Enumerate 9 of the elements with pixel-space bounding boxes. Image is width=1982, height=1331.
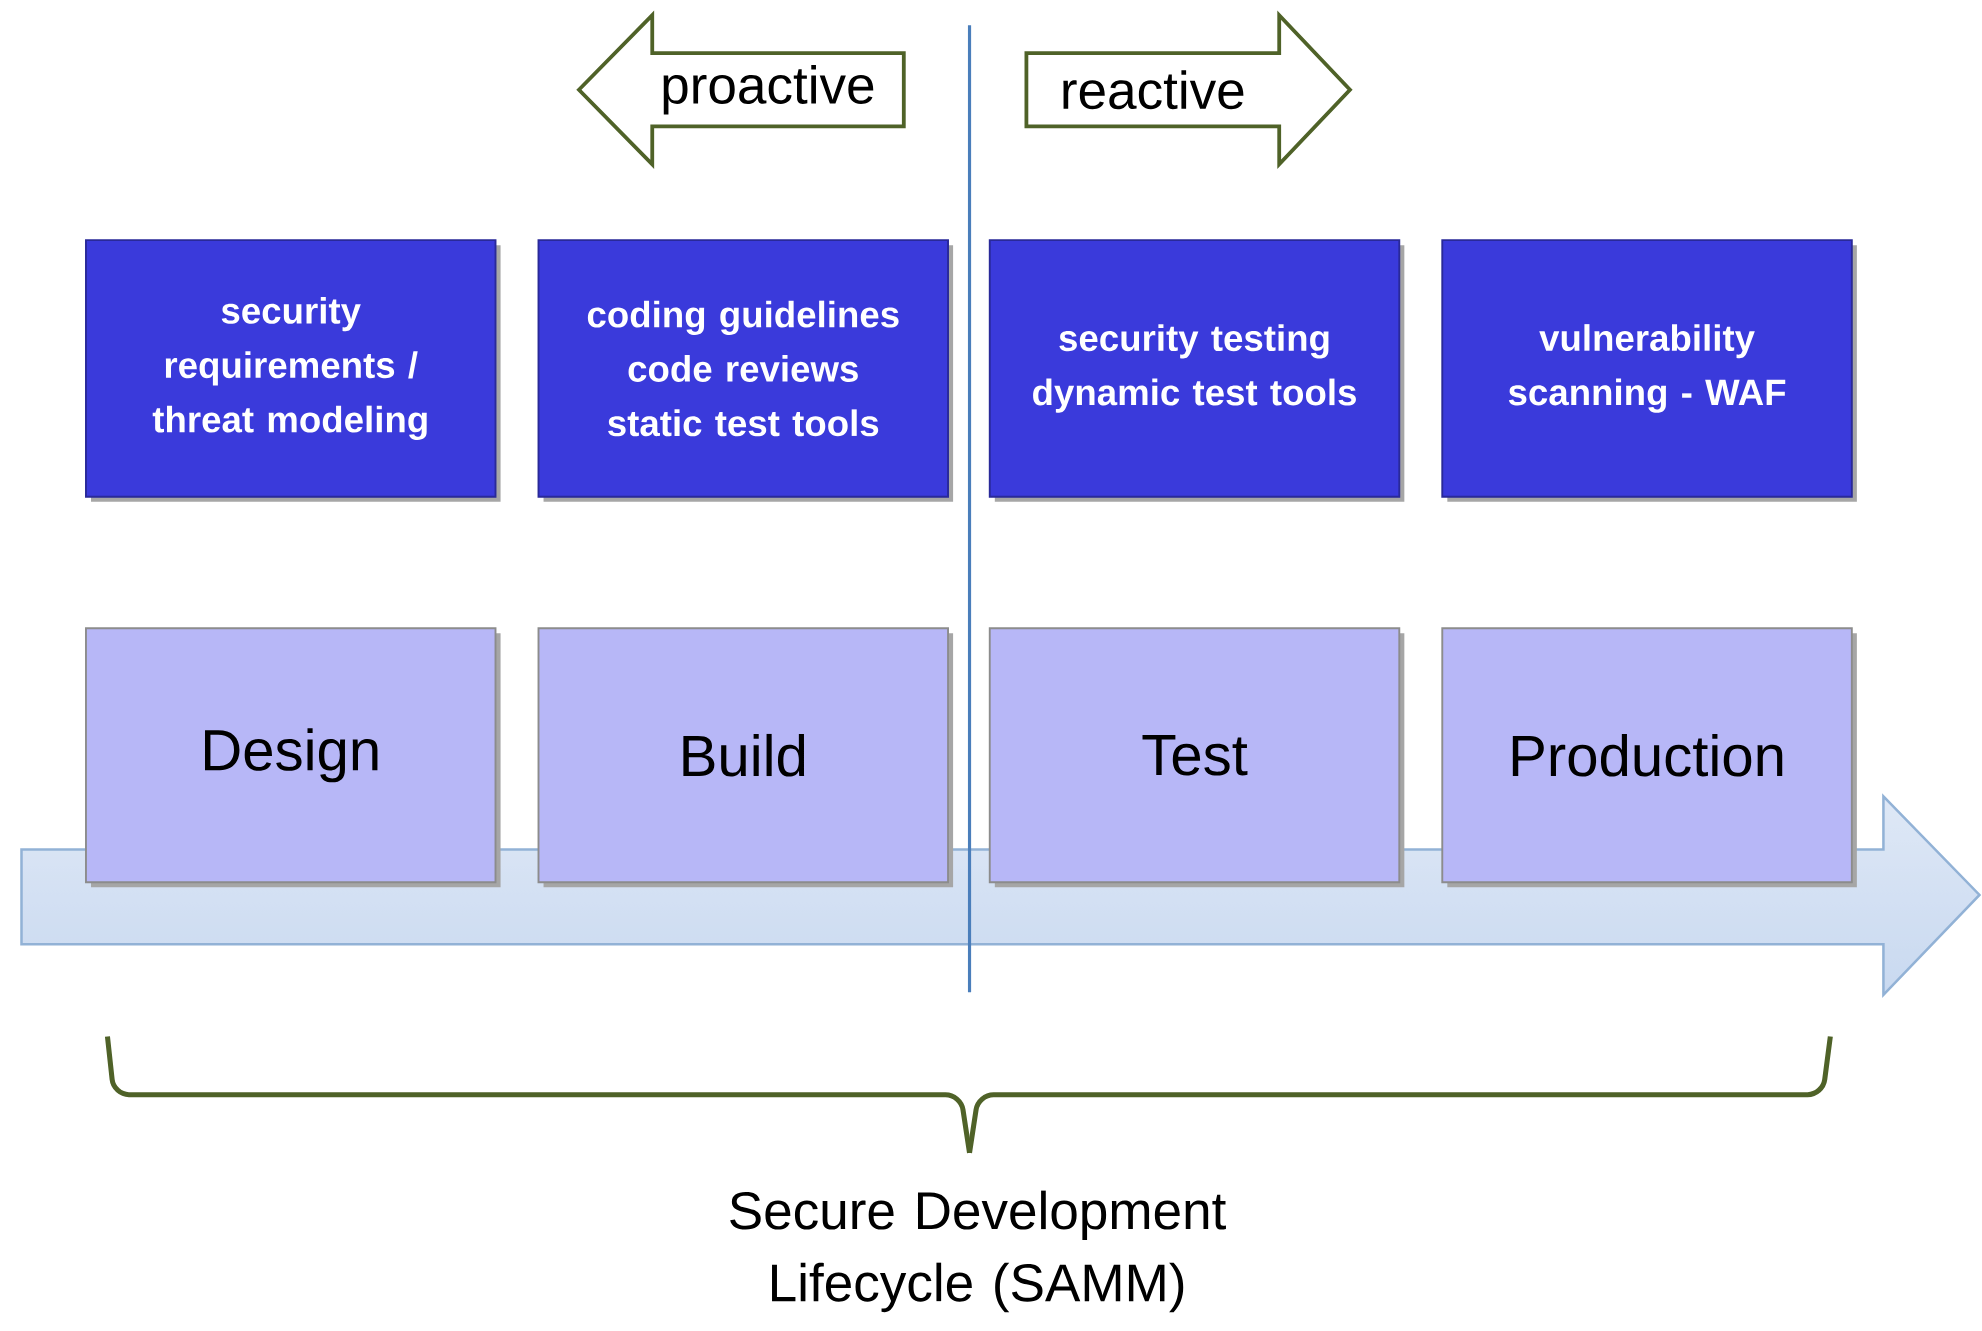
practice-box: coding guidelines code reviews static test tools (537, 239, 954, 502)
caption: Secure Development Lifecycle (SAMM) (730, 1190, 1226, 1313)
phase-box: Production (1441, 627, 1857, 888)
practice-box: vulnerability scanning - WAF (1441, 239, 1857, 502)
practice-box: security requirements / threat modeling (85, 239, 501, 502)
phase-box: Design (85, 627, 501, 888)
phase-box: Test (988, 627, 1405, 888)
practice-box: security testing dynamic test tools (988, 239, 1405, 502)
phase-box: Build (537, 627, 954, 888)
